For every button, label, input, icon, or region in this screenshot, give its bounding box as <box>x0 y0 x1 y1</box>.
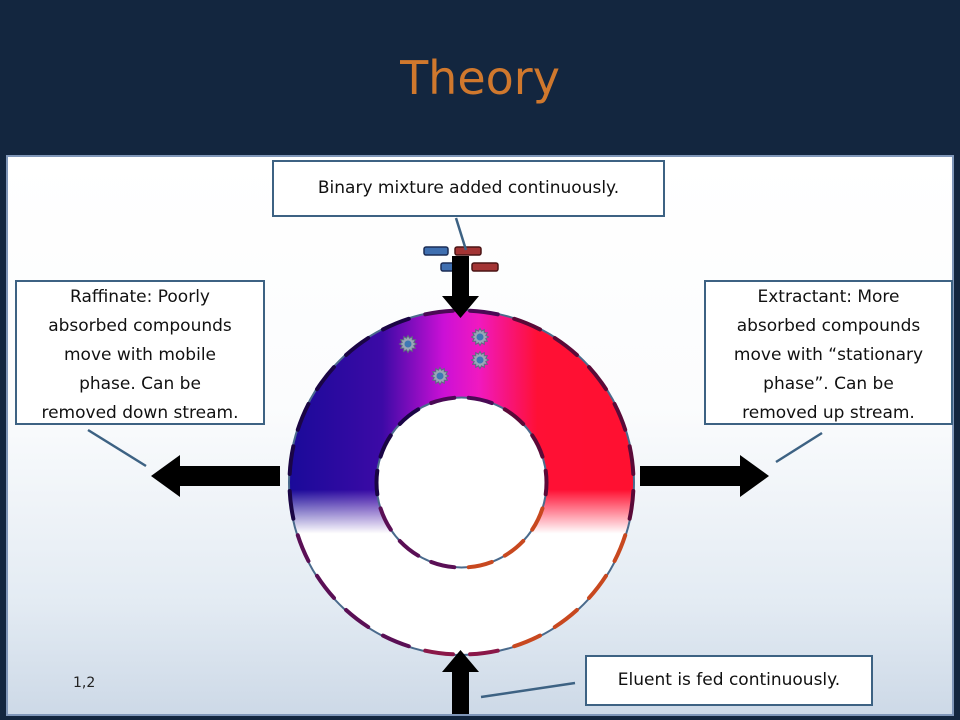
column-segment <box>587 573 608 600</box>
column-segment <box>627 444 636 476</box>
reference-footnote: 1,2 <box>73 675 96 691</box>
raffinate-line: removed down stream. <box>41 403 239 423</box>
eluent-callout: Eluent is fed continuously. <box>585 655 873 706</box>
particle-core <box>476 333 484 341</box>
arrow-down-icon <box>442 256 479 318</box>
separation-ring <box>287 308 636 657</box>
extractant-line: phase”. Can be <box>763 374 894 394</box>
column-segment <box>429 559 457 570</box>
eluent-text: Eluent is fed continuously. <box>617 670 841 690</box>
extractant-line: Extractant: More <box>757 287 900 307</box>
extractant-line: removed up stream. <box>742 403 915 423</box>
binary-mixture-callout: Binary mixture added continuously. <box>272 160 665 217</box>
particle-core <box>404 340 412 348</box>
extractant-line: move with “stationary <box>733 345 924 365</box>
column-segment <box>530 506 545 532</box>
extractant-line: absorbed compounds <box>736 316 921 336</box>
extractant-callout: Extractant: More absorbed compounds move… <box>704 280 953 425</box>
column-segment <box>315 573 336 600</box>
column-segment <box>423 648 455 657</box>
column-segment <box>543 468 549 497</box>
arrow-right-icon <box>640 455 769 497</box>
column-segment <box>378 506 393 532</box>
column-segment <box>344 608 371 629</box>
column-segment <box>627 489 636 521</box>
column-segment <box>466 395 494 406</box>
raffinate-line: phase. Can be <box>79 374 201 394</box>
column-segment <box>397 407 421 427</box>
arrow-up-icon <box>442 650 479 714</box>
column-segment <box>468 308 500 317</box>
column-segment <box>397 538 421 558</box>
arrow-left-icon <box>151 455 280 497</box>
column-segment <box>287 444 296 476</box>
column-segment <box>381 316 411 332</box>
column-segment <box>468 648 500 657</box>
column-segment <box>344 336 371 357</box>
raffinate-line: absorbed compounds <box>48 316 232 336</box>
column-segment <box>552 608 579 629</box>
column-segment <box>423 308 455 317</box>
column-segment <box>552 336 579 357</box>
column-segment <box>295 533 311 563</box>
column-segment <box>374 468 380 497</box>
raffinate-line: Raffinate: Poorly <box>70 287 210 307</box>
raffinate-callout: Raffinate: Poorly absorbed compounds mov… <box>15 280 265 425</box>
column-segment <box>287 489 296 521</box>
column-segment <box>429 395 457 406</box>
column-segment <box>612 402 628 432</box>
particle-icon <box>398 327 490 386</box>
column-segment <box>381 633 411 649</box>
callout-connectors <box>87 217 823 699</box>
column-segment <box>512 316 542 332</box>
column-segment <box>587 365 608 392</box>
slide-title: Theory <box>400 51 560 105</box>
column-segment <box>502 538 526 558</box>
outer-column-segments <box>287 308 636 657</box>
column-segment <box>512 633 542 649</box>
column-segment <box>378 433 393 459</box>
column-segment <box>502 407 526 427</box>
column-segment <box>315 365 336 392</box>
particle-core <box>436 372 444 380</box>
particle-core <box>476 356 484 364</box>
raffinate-line: move with mobile <box>63 345 216 365</box>
column-segment <box>530 433 545 459</box>
column-segment <box>295 402 311 432</box>
column-segment <box>466 559 494 570</box>
inner-column-segments <box>374 395 549 570</box>
column-segment <box>612 533 628 563</box>
binary-mixture-text: Binary mixture added continuously. <box>317 178 620 198</box>
